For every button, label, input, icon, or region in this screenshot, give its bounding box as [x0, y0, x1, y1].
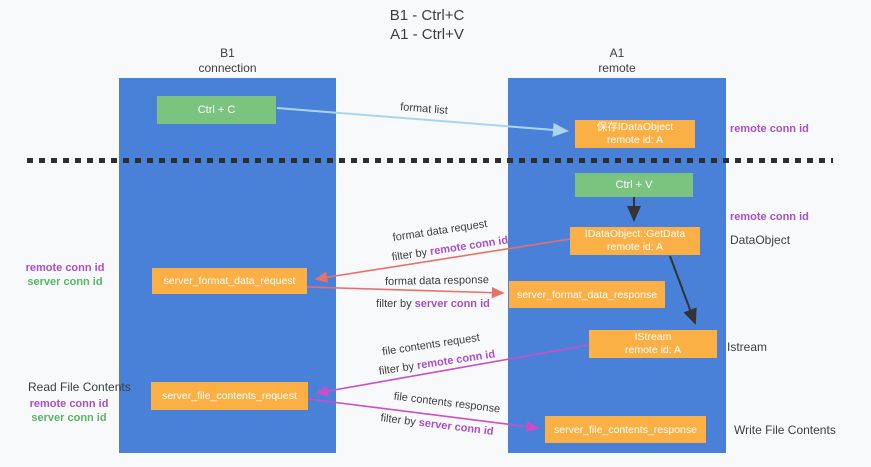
node-server-format-data-response: server_format_data_response	[509, 281, 665, 308]
phase-divider-dashed-line	[27, 158, 833, 163]
node-file-response-label: server_file_contents_response	[553, 423, 697, 436]
left-conn-id-group-file: remote conn id server conn id	[24, 397, 114, 425]
node-istream-line1: IStream	[634, 331, 672, 343]
node-save-idataobject-line1: 保存IDataObject	[596, 121, 674, 133]
filter-by-text: filter by	[376, 298, 415, 310]
side-label-server-conn-id-left-1: server conn id	[27, 276, 103, 288]
title-line-2: A1 - Ctrl+V	[390, 26, 464, 43]
side-label-istream: Istream	[727, 340, 768, 354]
side-label-remote-conn-id-left-1: remote conn id	[25, 262, 105, 274]
lifeline-a1-name: A1	[609, 46, 625, 60]
node-ctrl-c-label: Ctrl + C	[197, 104, 236, 116]
node-file-request-label: server_file_contents_request	[162, 390, 297, 402]
server-conn-id-key: server conn id	[414, 298, 490, 310]
side-label-remote-conn-id-mid: remote conn id	[730, 211, 809, 223]
lifeline-a1-subtitle: remote	[598, 61, 636, 75]
remote-conn-id-key: remote conn id	[416, 348, 496, 372]
node-ctrl-c: Ctrl + C	[157, 96, 276, 124]
node-ctrl-v-label: Ctrl + V	[615, 179, 653, 191]
lifeline-header-b1: B1 connection	[119, 46, 336, 76]
arrow-format-data-response	[306, 286, 505, 299]
node-save-idataobject: 保存IDataObject remote id: A	[575, 120, 695, 148]
node-istream-line2: remote id: A	[624, 344, 682, 356]
diagram-title: B1 - Ctrl+C A1 - Ctrl+V	[307, 6, 547, 44]
side-label-server-conn-id-left-2: server conn id	[31, 412, 107, 424]
label-filter-server-1: filter by server conn id	[376, 298, 490, 310]
filter-by-text: filter by	[391, 246, 431, 264]
node-server-file-contents-request: server_file_contents_request	[151, 382, 308, 410]
node-server-file-contents-response: server_file_contents_response	[545, 416, 706, 443]
lifeline-b1-name: B1	[220, 46, 235, 60]
node-istream: IStream remote id: A	[589, 330, 717, 358]
lifeline-header-a1: A1 remote	[508, 46, 726, 76]
title-line-1: B1 - Ctrl+C	[389, 7, 465, 24]
label-filter-server-2: filter by server conn id	[380, 412, 494, 438]
filter-by-text: filter by	[379, 412, 420, 429]
label-file-contents-response: file contents response	[393, 390, 501, 416]
remote-conn-id-key: remote conn id	[429, 234, 509, 258]
side-label-remote-conn-id-left-2: remote conn id	[29, 398, 109, 410]
label-format-data-response: format data response	[384, 274, 490, 288]
node-ctrl-v: Ctrl + V	[575, 173, 693, 197]
node-format-request-label: server_format_data_request	[163, 275, 296, 287]
side-label-remote-conn-id-top: remote conn id	[730, 123, 809, 135]
side-label-write-file-contents: Write File Contents	[734, 423, 836, 437]
node-getdata-line2: remote id: A	[606, 241, 664, 253]
label-format-list: format list	[399, 101, 449, 117]
side-label-dataobject: DataObject	[730, 233, 791, 247]
node-format-response-label: server_format_data_response	[516, 288, 658, 301]
node-getdata-line1: IDataObject::GetData	[584, 228, 686, 240]
node-idataobject-getdata: IDataObject::GetData remote id: A	[570, 227, 700, 255]
left-conn-id-group-format: remote conn id server conn id	[20, 261, 110, 289]
node-save-idataobject-line2: remote id: A	[606, 134, 664, 146]
node-server-format-data-request: server_format_data_request	[152, 268, 307, 294]
server-conn-id-key: server conn id	[418, 416, 495, 438]
side-label-read-file-contents: Read File Contents	[28, 380, 131, 394]
lifeline-b1-subtitle: connection	[198, 61, 257, 75]
filter-by-text: filter by	[378, 360, 418, 378]
